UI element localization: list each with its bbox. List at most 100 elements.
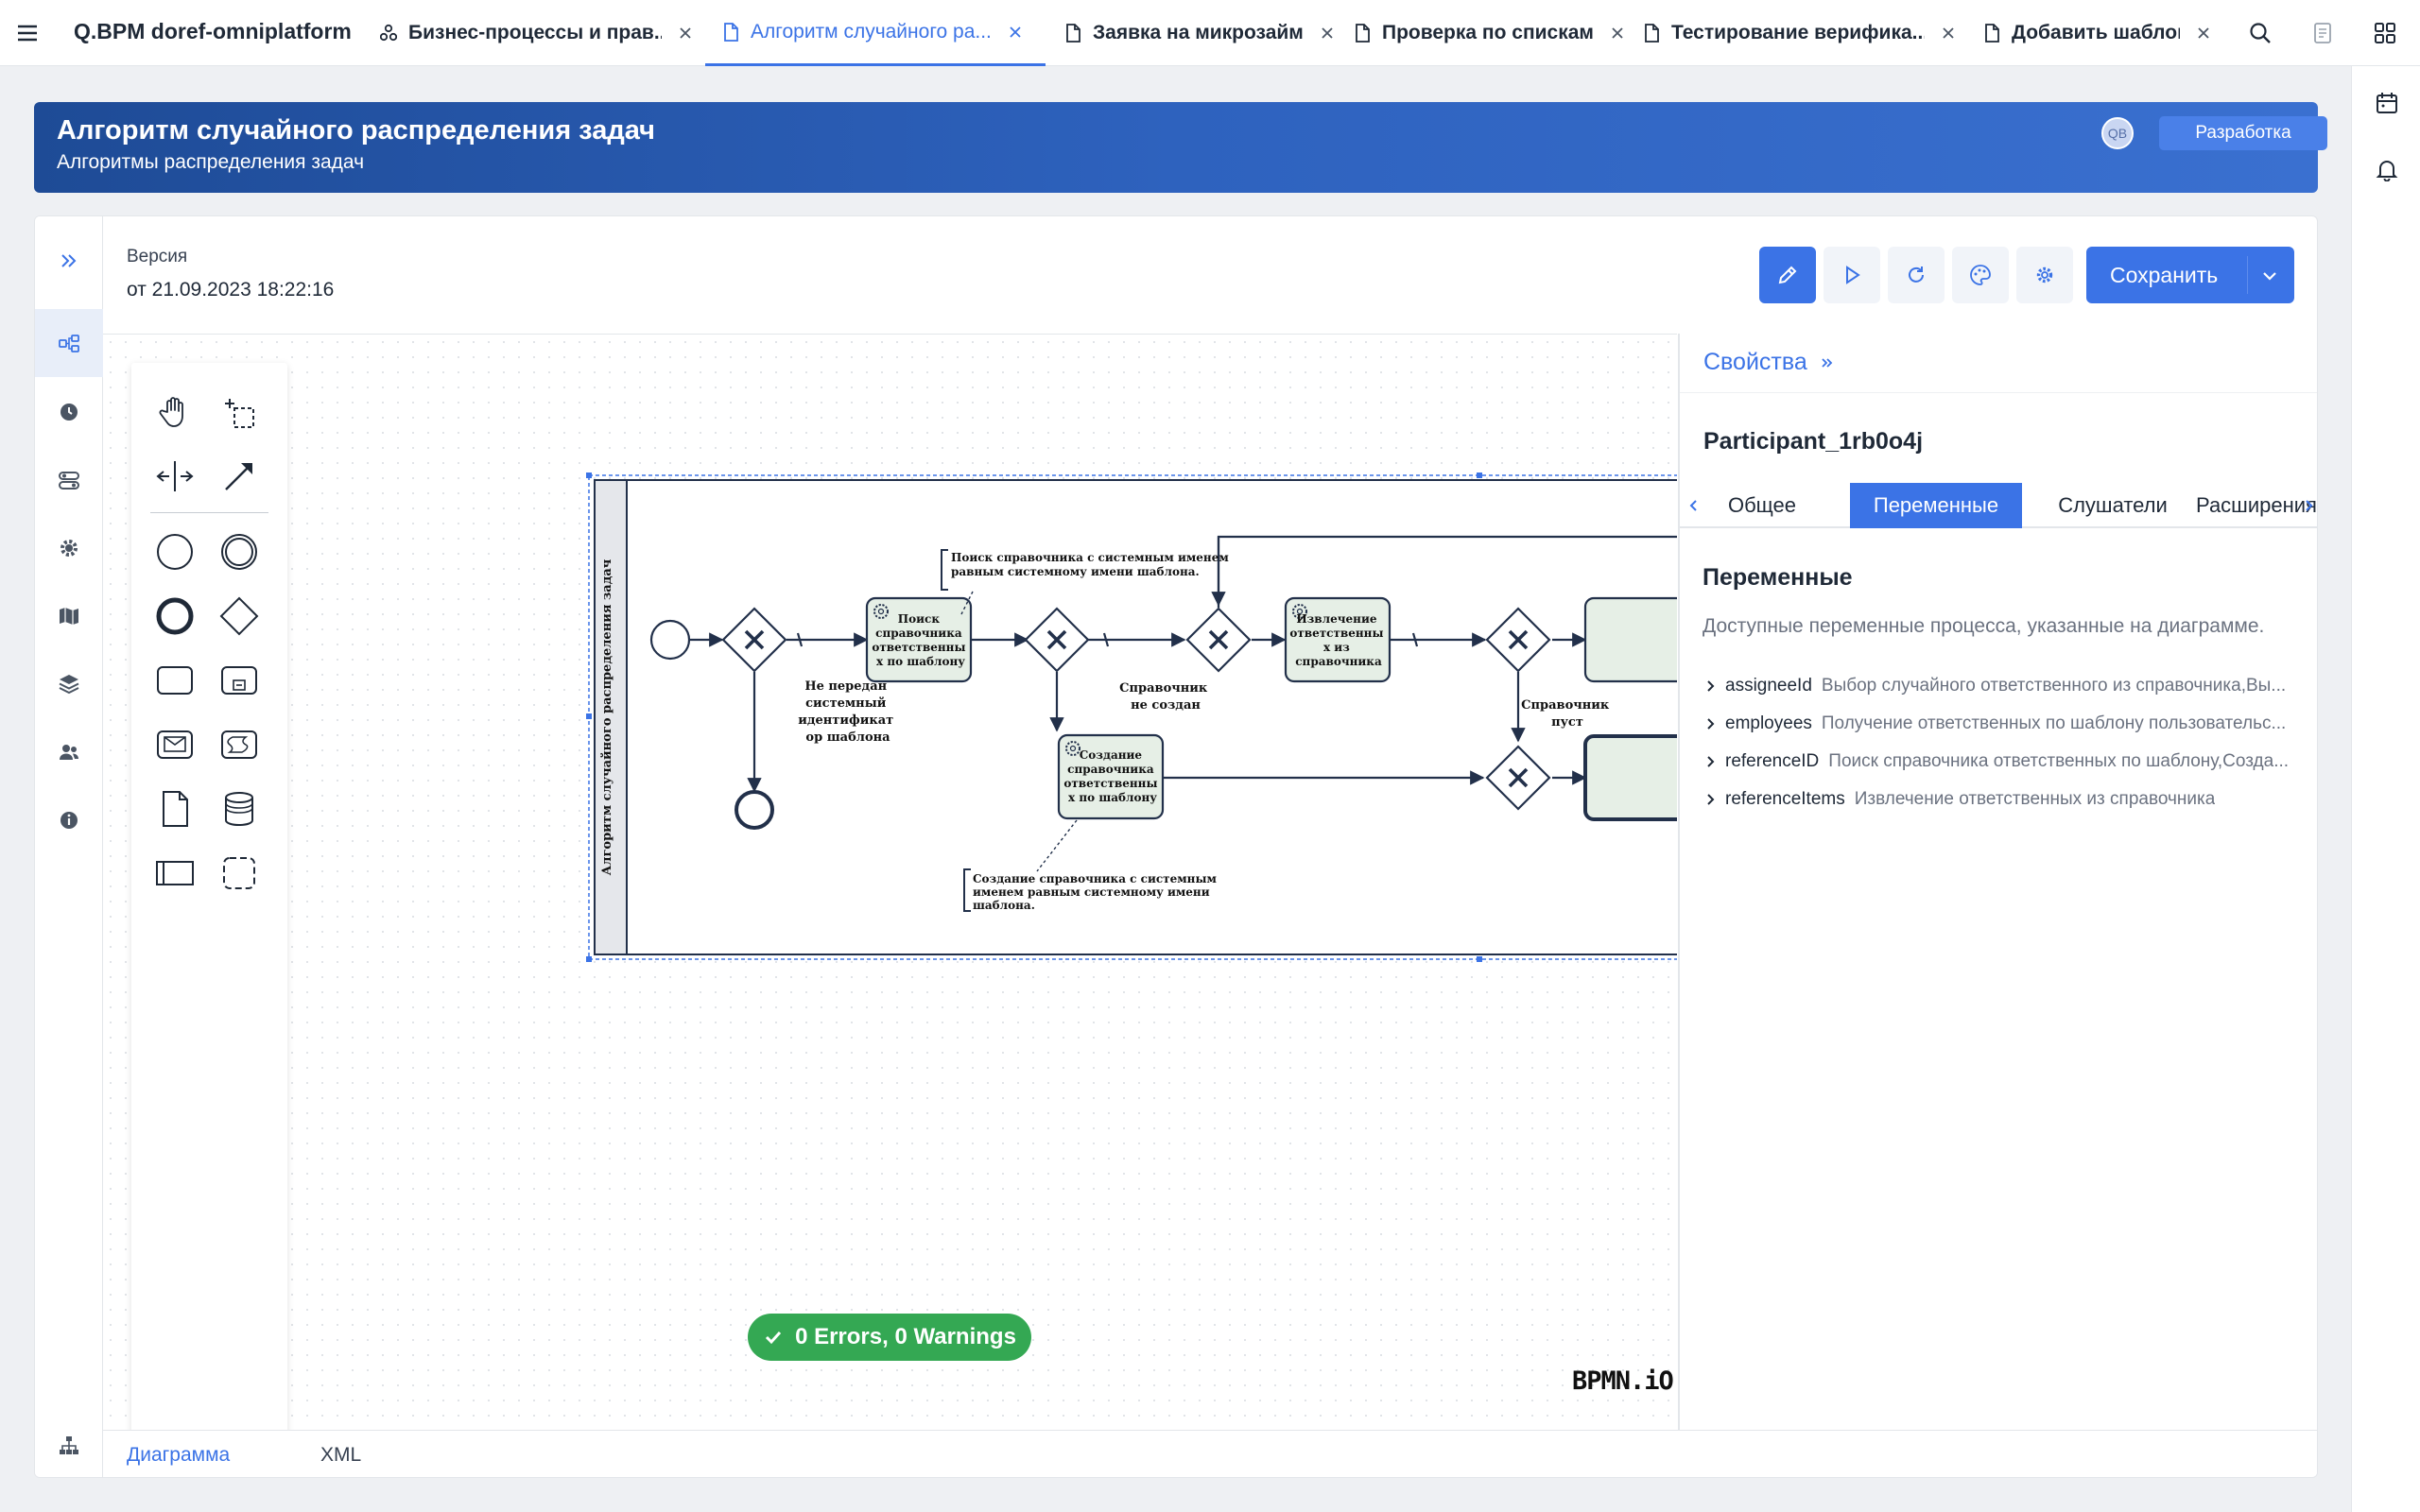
- apps-grid-icon[interactable]: [2373, 21, 2397, 45]
- gateway[interactable]: [721, 607, 787, 673]
- environment-badge[interactable]: Разработка: [2159, 116, 2327, 150]
- gateway[interactable]: [1485, 745, 1551, 811]
- tab-label: Тестирование верифика...: [1671, 22, 1925, 43]
- avatar[interactable]: QB: [2101, 117, 2134, 149]
- variable-row[interactable]: referenceItems Извлечение ответственных …: [1703, 785, 2308, 814]
- view-tabs: Диаграмма XML: [103, 1430, 2317, 1477]
- annotation-create[interactable]: Создание справочника с системным именем …: [963, 819, 1220, 912]
- intermediate-event-icon[interactable]: [218, 531, 260, 573]
- bpmn-io-logo[interactable]: BPMN.iO: [1572, 1366, 1674, 1396]
- tab-variables[interactable]: Переменные: [1850, 483, 2022, 528]
- variable-row[interactable]: assigneeId Выбор случайного ответственно…: [1703, 672, 2308, 700]
- tab-random-algorithm[interactable]: Алгоритм случайного ра...: [705, 0, 1046, 66]
- chevron-down-icon[interactable]: [2259, 266, 2280, 286]
- properties-header[interactable]: Свойства: [1703, 349, 1836, 376]
- hand-tool-icon[interactable]: [154, 391, 196, 433]
- refresh-button[interactable]: [1888, 247, 1945, 303]
- tab-microloan[interactable]: Заявка на микрозайм: [1064, 0, 1339, 66]
- close-icon[interactable]: [1321, 26, 1334, 40]
- status-badge[interactable]: 0 Errors, 0 Warnings: [748, 1314, 1031, 1361]
- close-icon[interactable]: [1611, 26, 1624, 40]
- diagram-canvas[interactable]: Алгоритм случайного распределения задач: [103, 334, 1677, 1430]
- start-event-icon[interactable]: [154, 531, 196, 573]
- subprocess-icon[interactable]: [218, 660, 260, 701]
- tab-extensions[interactable]: Расширения: [2196, 493, 2317, 517]
- resize-handle[interactable]: [586, 472, 592, 478]
- script-task-icon[interactable]: [218, 724, 260, 765]
- task-search-reference[interactable]: Поиск справочника ответственны х по шабл…: [865, 596, 973, 683]
- gateway[interactable]: [1024, 607, 1090, 673]
- layers-icon[interactable]: [57, 672, 81, 696]
- process-icon: [380, 24, 397, 43]
- variable-row[interactable]: referenceID Поиск справочника ответствен…: [1703, 747, 2308, 776]
- tab-xml[interactable]: XML: [320, 1444, 362, 1466]
- resize-handle[interactable]: [586, 713, 592, 719]
- end-event-icon[interactable]: [154, 595, 196, 637]
- notes-icon[interactable]: [2310, 21, 2335, 45]
- tab-list-check[interactable]: Проверка по спискам: [1354, 0, 1628, 66]
- variable-description: Получение ответственных по шаблону польз…: [1821, 713, 2287, 733]
- task-create-reference[interactable]: Создание справочника ответственны х по ш…: [1057, 733, 1165, 820]
- search-icon[interactable]: [2248, 21, 2273, 45]
- toggles-icon[interactable]: [57, 468, 81, 492]
- hamburger-menu-icon[interactable]: [15, 21, 40, 45]
- tab-diagram[interactable]: Диаграмма: [127, 1444, 231, 1466]
- bell-icon[interactable]: [2375, 157, 2399, 181]
- collapse-icon[interactable]: [1819, 354, 1836, 371]
- task-partial[interactable]: [1583, 734, 1677, 821]
- task-partial[interactable]: [1583, 596, 1677, 683]
- bpmn-diagram[interactable]: Алгоритм случайного распределения задач: [103, 335, 1677, 1430]
- info-icon[interactable]: [57, 808, 81, 833]
- pool[interactable]: Алгоритм случайного распределения задач: [594, 479, 1677, 955]
- tab-add-template[interactable]: Добавить шаблон: [1983, 0, 2210, 66]
- users-icon[interactable]: [57, 740, 81, 765]
- gateway[interactable]: [1185, 607, 1252, 673]
- document-icon: [1983, 24, 2000, 43]
- gear-icon[interactable]: [57, 536, 81, 560]
- version-date[interactable]: от 21.09.2023 18:22:16: [127, 279, 335, 301]
- task-text: ответственны: [1063, 777, 1157, 790]
- flow-label: Справочник не создан: [1119, 681, 1212, 713]
- lasso-tool-icon[interactable]: [218, 391, 260, 433]
- annotation-search[interactable]: Поиск справочника с системным именем рав…: [941, 549, 1233, 615]
- tab-listeners[interactable]: Слушатели: [2058, 493, 2168, 517]
- save-button[interactable]: Сохранить: [2086, 247, 2294, 303]
- settings-button[interactable]: [2016, 247, 2073, 303]
- chevron-right-icon[interactable]: [2300, 496, 2317, 515]
- start-event[interactable]: [649, 619, 691, 661]
- calendar-icon[interactable]: [2375, 91, 2399, 115]
- resize-handle[interactable]: [586, 956, 592, 962]
- tab-business-processes[interactable]: Бизнес-процессы и прав...: [380, 0, 692, 66]
- edit-button[interactable]: [1759, 247, 1816, 303]
- gateway[interactable]: [1485, 607, 1551, 673]
- close-icon[interactable]: [1009, 26, 1022, 39]
- diagram-nav-icon[interactable]: [57, 332, 81, 356]
- divider: [1680, 392, 2317, 393]
- space-tool-icon[interactable]: [154, 455, 196, 497]
- map-icon[interactable]: [57, 604, 81, 628]
- data-store-icon[interactable]: [218, 788, 260, 830]
- resize-handle[interactable]: [1477, 956, 1482, 962]
- task-icon[interactable]: [154, 660, 196, 701]
- resize-handle[interactable]: [1477, 472, 1482, 478]
- end-event[interactable]: [735, 790, 774, 830]
- tab-general[interactable]: Общее: [1727, 493, 1797, 517]
- tab-verification-test[interactable]: Тестирование верифика...: [1643, 0, 1955, 66]
- message-task-icon[interactable]: [154, 724, 196, 765]
- palette-button[interactable]: [1952, 247, 2009, 303]
- pool-icon[interactable]: [154, 852, 196, 894]
- hierarchy-icon[interactable]: [57, 1434, 81, 1458]
- expand-sidebar-icon[interactable]: [57, 249, 81, 273]
- close-icon[interactable]: [1942, 26, 1955, 40]
- close-icon[interactable]: [679, 26, 692, 40]
- task-extract-assignees[interactable]: Извлечение ответственны х из справочника: [1284, 596, 1392, 683]
- run-button[interactable]: [1824, 247, 1880, 303]
- gateway-icon[interactable]: [218, 595, 260, 637]
- close-icon[interactable]: [2197, 26, 2210, 40]
- chevron-left-icon[interactable]: [1685, 496, 1703, 515]
- connect-tool-icon[interactable]: [218, 455, 260, 497]
- group-icon[interactable]: [218, 852, 260, 894]
- history-icon[interactable]: [57, 400, 81, 424]
- data-object-icon[interactable]: [154, 788, 196, 830]
- variable-row[interactable]: employees Получение ответственных по шаб…: [1703, 710, 2308, 738]
